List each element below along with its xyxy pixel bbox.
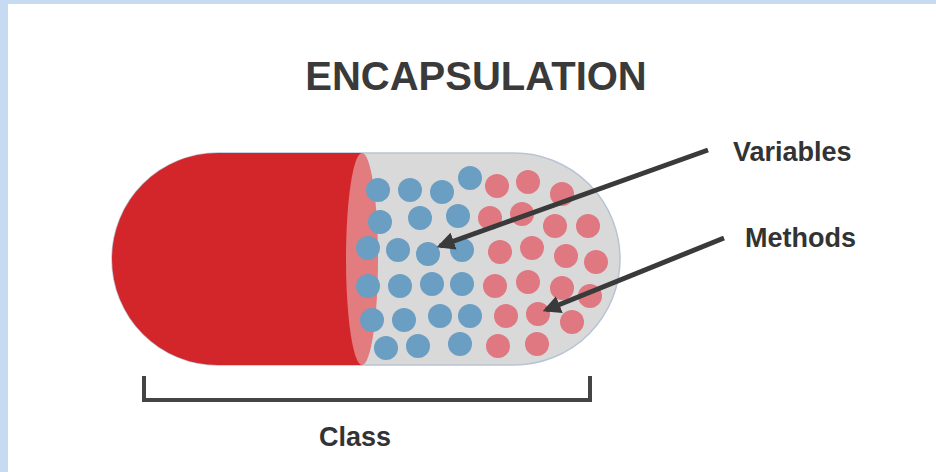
capsule-cap	[112, 153, 362, 365]
leader-arrow	[440, 150, 708, 246]
variable-dots	[356, 166, 482, 360]
class-bracket	[144, 376, 590, 400]
diagram-title: ENCAPSULATION	[305, 54, 646, 99]
callout-label: Variables	[733, 137, 852, 168]
capsule-body	[112, 153, 620, 365]
callout-label: Methods	[745, 223, 856, 254]
method-dots	[478, 170, 608, 358]
bracket-label: Class	[319, 422, 391, 453]
diagram-panel: ENCAPSULATION VariablesMethodsClass	[8, 4, 936, 472]
leader-arrow	[546, 238, 724, 310]
